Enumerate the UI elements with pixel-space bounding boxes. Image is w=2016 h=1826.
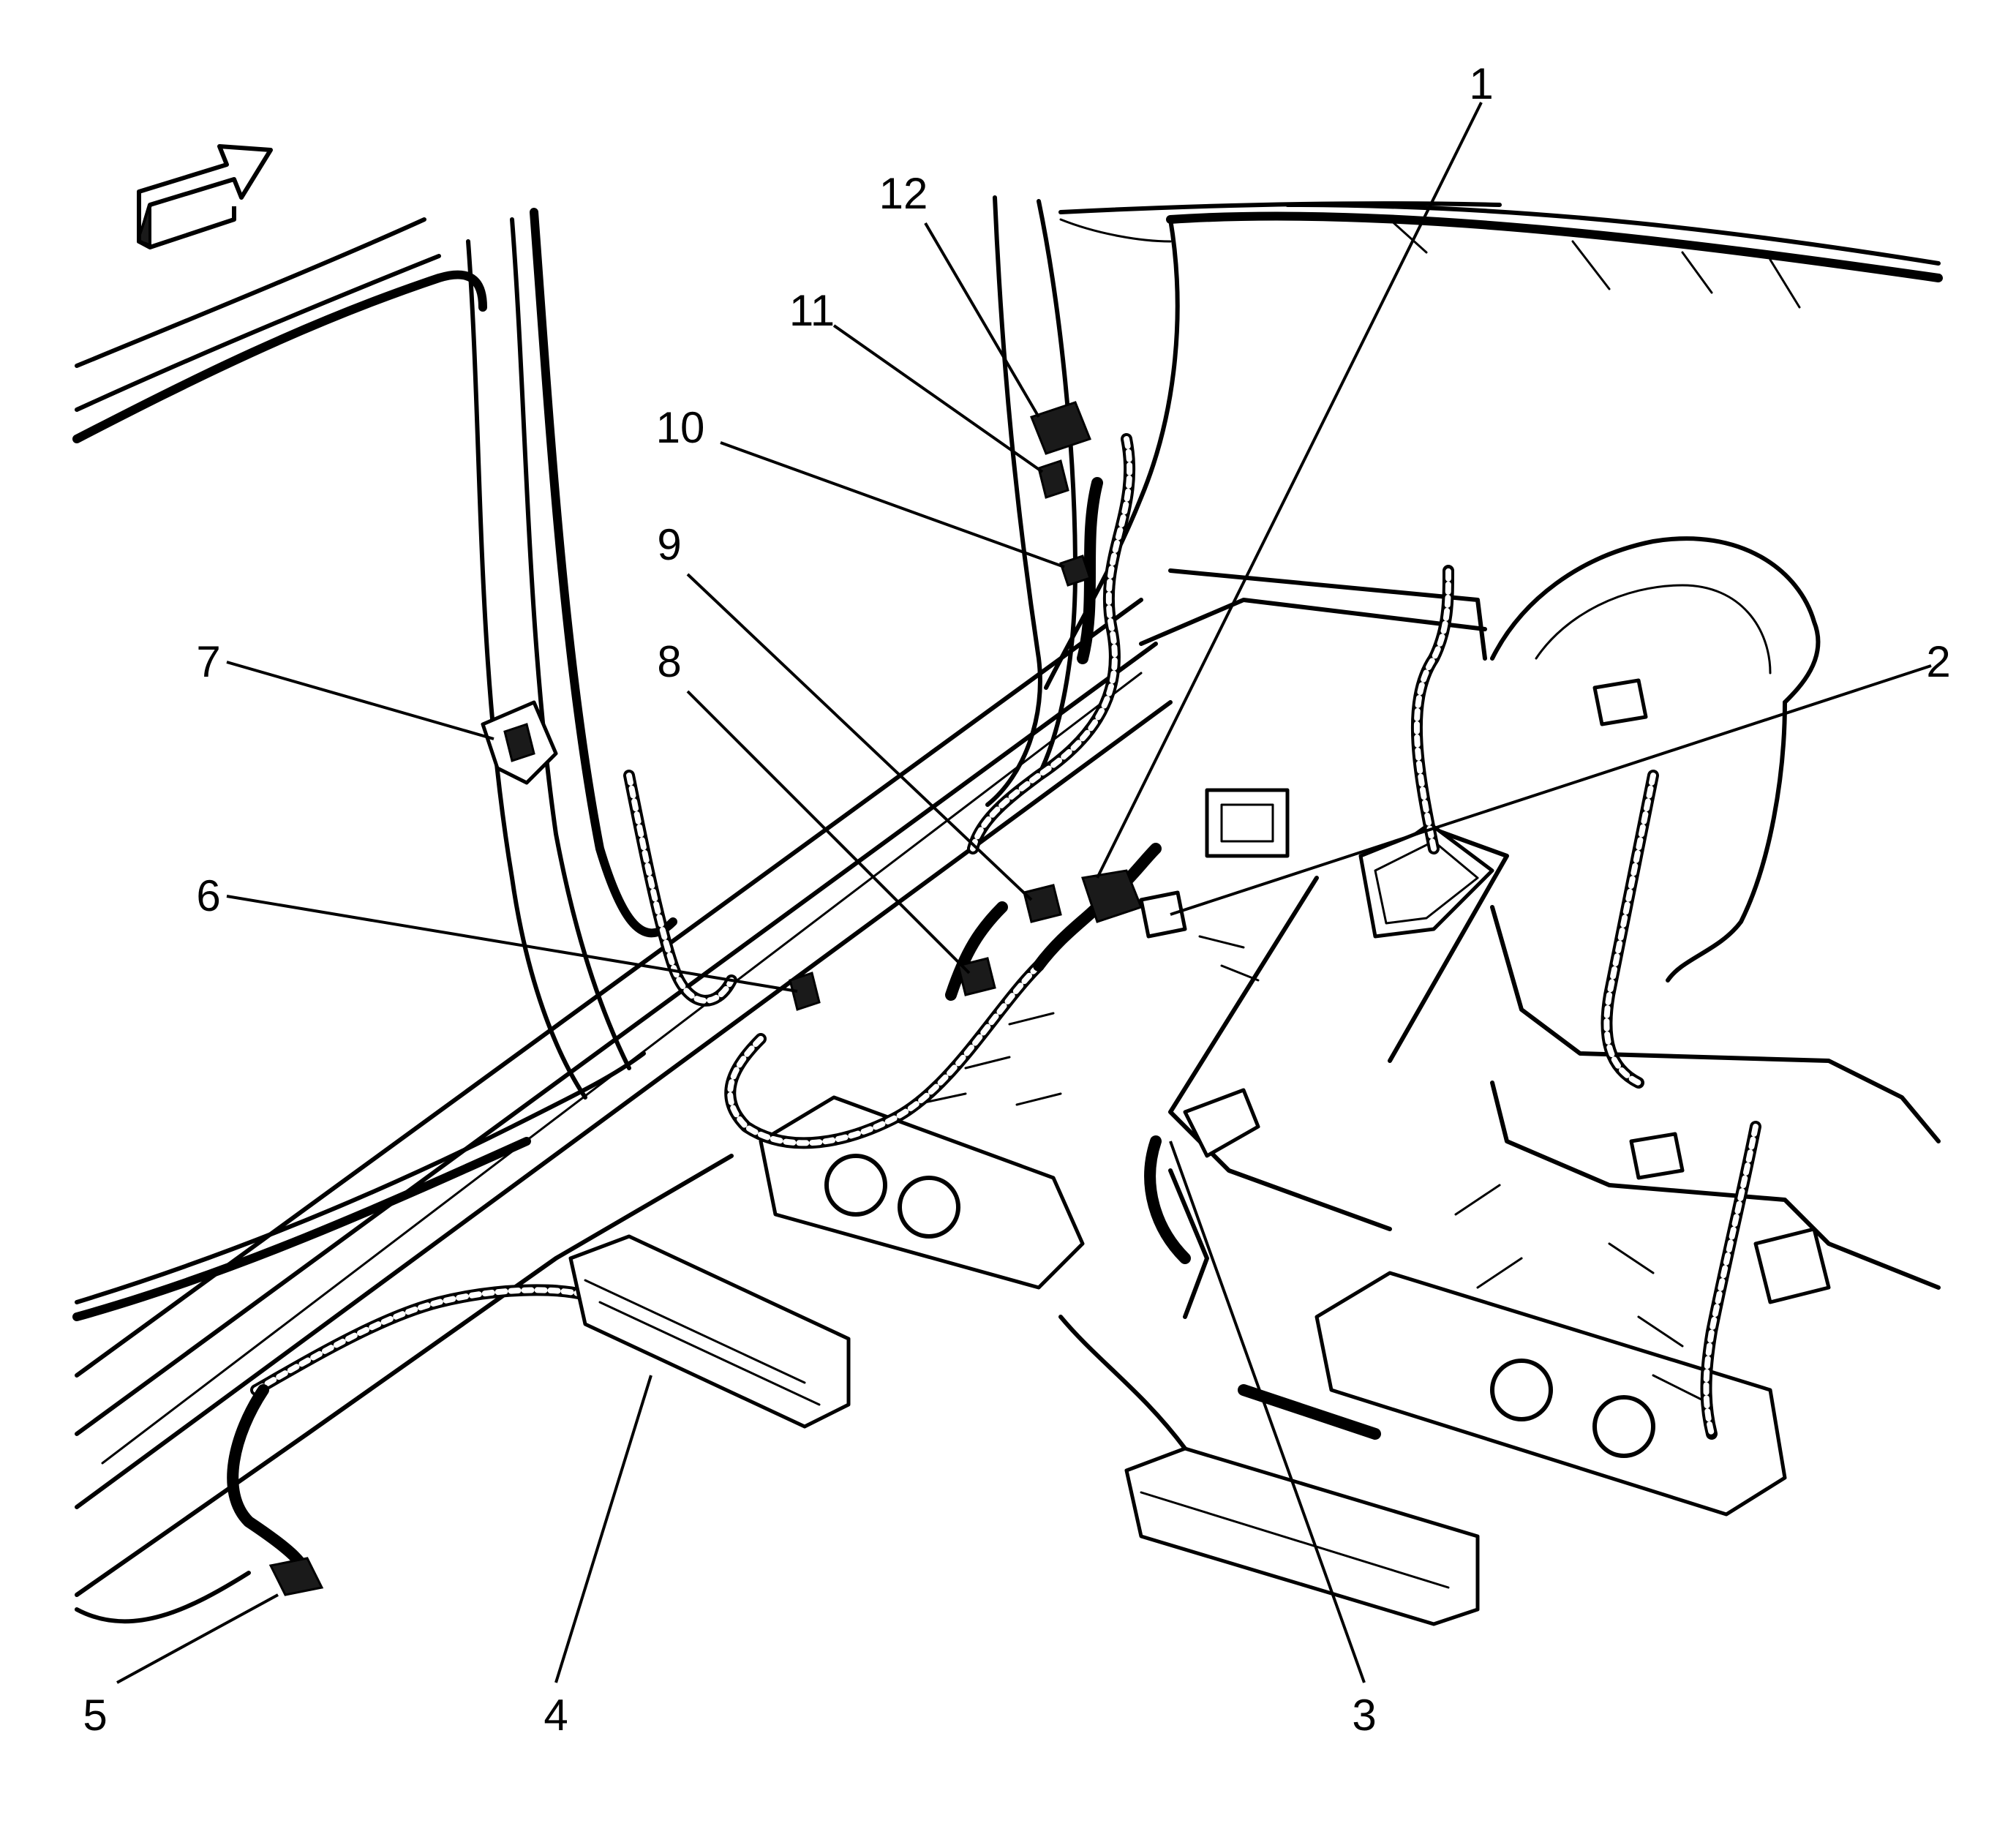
callout-10: 10	[656, 403, 705, 452]
rocker-sill	[75, 598, 1173, 1624]
leader-10	[720, 441, 1065, 568]
leader-1	[1096, 102, 1483, 879]
callout-6: 6	[196, 871, 220, 920]
callout-leaders	[116, 102, 1932, 1684]
leader-7	[226, 661, 494, 740]
leader-11	[832, 324, 1044, 473]
callout-11: 11	[789, 286, 835, 335]
leader-2	[1170, 664, 1932, 916]
callout-5: 5	[83, 1691, 107, 1740]
leader-9	[686, 573, 1033, 901]
callout-3: 3	[1352, 1691, 1376, 1740]
leader-8	[686, 690, 971, 974]
callout-12: 12	[879, 169, 928, 218]
callout-labels: 1 2 3 4 5 6 7 8 9 10 11 12	[83, 59, 1950, 1740]
leader-12	[924, 222, 1040, 418]
callout-9: 9	[657, 520, 681, 569]
floor-panel	[759, 536, 1941, 1553]
leader-3	[1169, 1141, 1366, 1683]
callout-2: 2	[1926, 637, 1950, 686]
leader-5	[116, 1593, 279, 1684]
callout-1: 1	[1469, 59, 1493, 108]
forward-direction-arrow-icon	[137, 144, 273, 249]
callout-4: 4	[544, 1691, 568, 1740]
components	[268, 401, 1831, 1626]
callout-7: 7	[196, 637, 220, 686]
callout-8: 8	[657, 637, 681, 686]
leader-6	[226, 895, 798, 993]
leader-4	[554, 1375, 652, 1683]
